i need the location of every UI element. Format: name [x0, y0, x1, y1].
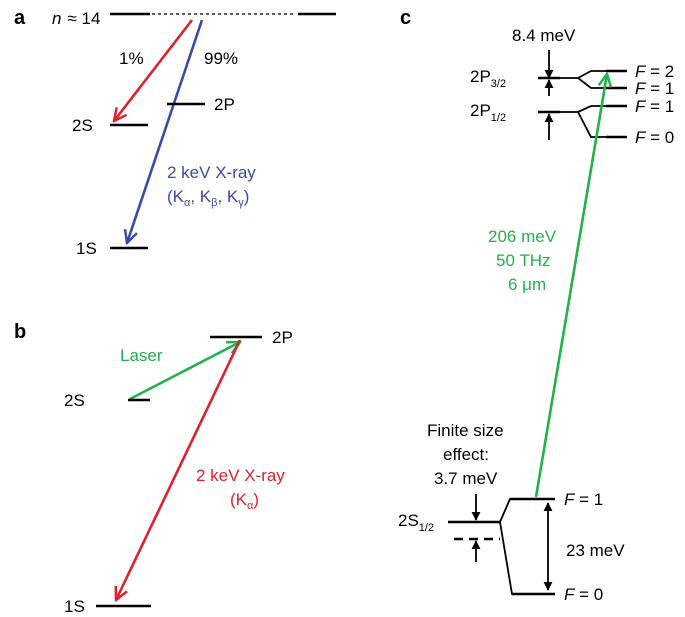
k-beta-sub: β — [211, 197, 217, 209]
percent-1: 1% — [119, 49, 144, 68]
finite-size-line2: effect: — [443, 445, 489, 464]
hfs-2p32-lower — [577, 77, 627, 89]
label-2p32-f1: F = 1 — [635, 79, 674, 98]
decay-arrow-red — [114, 19, 194, 121]
panel-c: c 8.4 meV 2P3/2 F = 2 F = 1 2P1/2 F = 1 … — [398, 7, 674, 604]
laser-label: Laser — [120, 346, 163, 365]
label-2s-b: 2S — [64, 391, 85, 410]
label-2p-a: 2P — [214, 95, 235, 114]
label-2p12-f0: F = 0 — [635, 128, 674, 147]
transition-arrow — [534, 74, 607, 498]
label-2p-b: 2P — [272, 328, 293, 347]
panel-a: a n ≈ 14 1% 99% 2P 2S 2 keV X-ray (Kα, Kβ… — [14, 7, 336, 258]
decay-arrow-blue — [127, 19, 204, 243]
finite-size-line3: 3.7 meV — [434, 469, 498, 488]
panel-c-letter: c — [400, 7, 411, 29]
percent-99: 99% — [204, 49, 238, 68]
transition-frequency: 50 THz — [496, 251, 551, 270]
finite-size-line1: Finite size — [427, 421, 504, 440]
label-2s-f1: F = 1 — [564, 490, 603, 509]
label-2s-a: 2S — [72, 116, 93, 135]
panel-b-letter: b — [14, 321, 26, 343]
xray-arrow-b — [116, 339, 242, 600]
fine-split-label: 8.4 meV — [512, 26, 576, 45]
xray-label-b: 2 keV X-ray — [196, 466, 285, 485]
label-2s-f0: F = 0 — [564, 585, 603, 604]
hfs-2s-lower — [499, 521, 555, 595]
xray-label-a: 2 keV X-ray — [167, 163, 256, 182]
panel-b: b 2P Laser 2S 2 keV X-ray (Kα) 1S — [14, 321, 293, 616]
n-level-label: n ≈ 14 — [52, 9, 100, 28]
label-2p12-f1: F = 1 — [635, 97, 674, 116]
xray-lines-a: (Kα, Kβ, Kγ) — [167, 187, 249, 209]
label-2p32-f2: F = 2 — [635, 62, 674, 81]
xray-k-alpha-b: (Kα) — [230, 490, 259, 512]
hfs-2p12-lower — [577, 111, 627, 138]
n-value: ≈ 14 — [67, 9, 100, 28]
panel-a-letter: a — [14, 7, 26, 29]
hfs-label: 23 meV — [566, 541, 625, 560]
label-2p32: 2P3/2 — [470, 67, 506, 90]
hfs-2s-upper — [499, 498, 555, 523]
n-symbol: n — [52, 9, 61, 28]
transition-wavelength: 6 μm — [508, 275, 546, 294]
laser-arrow — [129, 342, 240, 401]
transition-energy: 206 meV — [488, 227, 557, 246]
label-2s12: 2S1/2 — [398, 511, 434, 534]
label-2p12: 2P1/2 — [470, 101, 506, 124]
label-1s-b: 1S — [64, 597, 85, 616]
k-alpha-sub: α — [184, 197, 191, 209]
k-gamma-sub: γ — [238, 197, 244, 209]
label-1s-a: 1S — [76, 239, 97, 258]
